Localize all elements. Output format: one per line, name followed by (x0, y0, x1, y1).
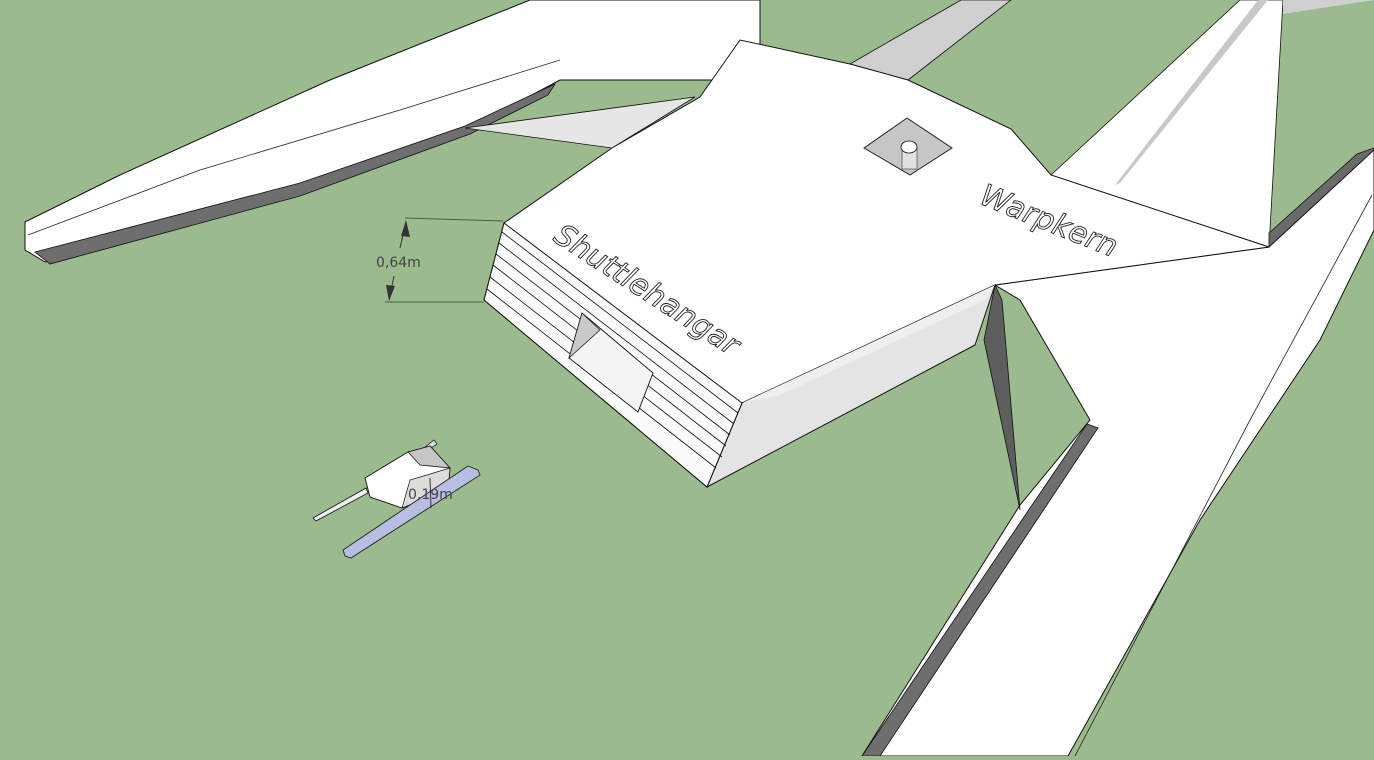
arrow-up-icon (401, 220, 410, 237)
warp-core-cylinder (900, 140, 918, 154)
warp-core-hatch[interactable] (863, 117, 953, 176)
shuttle-base (342, 465, 481, 559)
left-nacelle[interactable] (24, 0, 761, 265)
shuttle-model[interactable]: 0,19m (312, 439, 481, 559)
hangar-height-dimension[interactable]: 0,64m (376, 217, 504, 303)
right-upper-nacelle[interactable] (848, 0, 1374, 248)
hull-fin (464, 96, 696, 149)
shuttle-height-label: 0,19m (408, 487, 453, 503)
arrow-down-icon (386, 285, 395, 301)
hangar-face[interactable] (483, 222, 743, 488)
hangar-height-label: 0,64m (376, 255, 421, 271)
right-lower-nacelle[interactable] (861, 149, 1374, 757)
main-hull[interactable]: Shuttlehangar Warpkern (464, 39, 1270, 489)
